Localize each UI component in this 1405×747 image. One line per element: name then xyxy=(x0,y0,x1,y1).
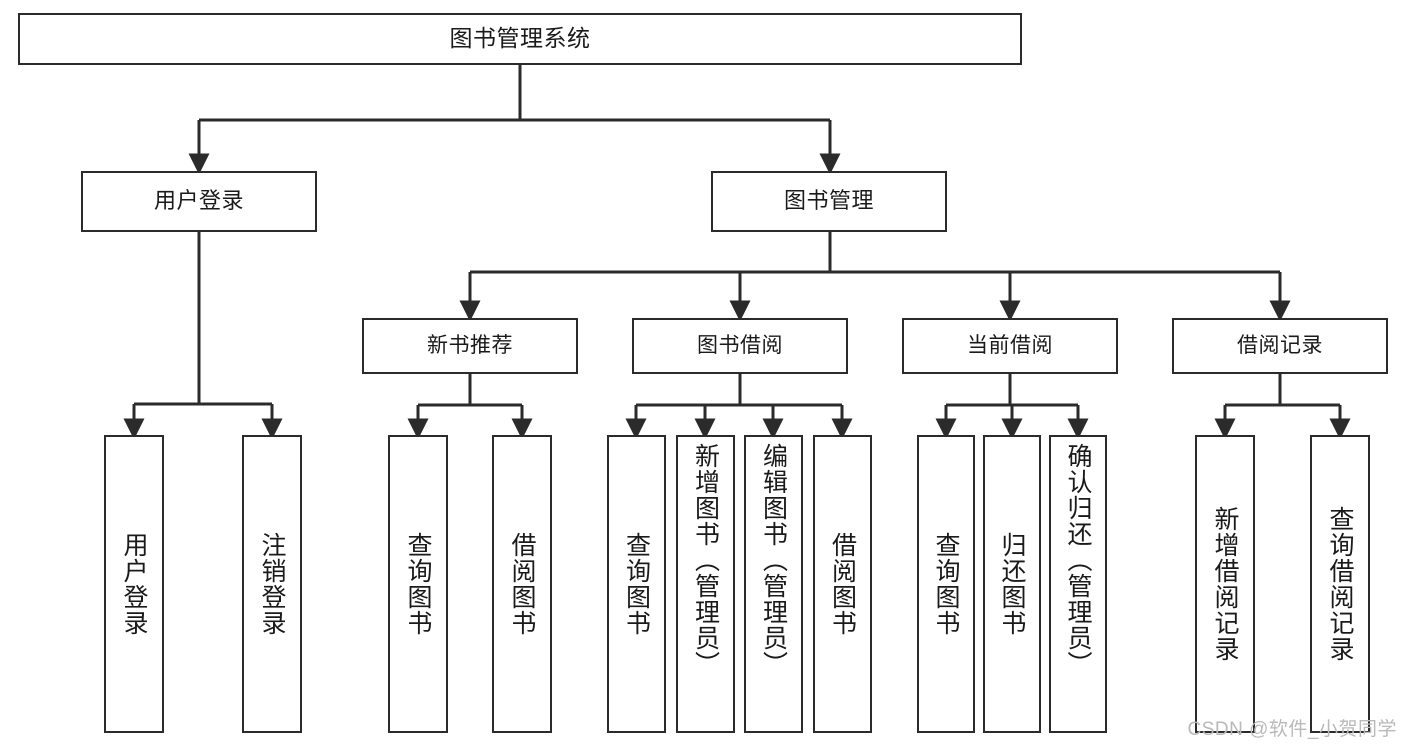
node-book-borrow[interactable]: 图书借阅 xyxy=(632,318,848,374)
node-book-management[interactable]: 图书管理 xyxy=(711,171,947,232)
leaf-inner: 查询图书 xyxy=(390,437,446,731)
node-leaf-user-login-label: 用户登录 xyxy=(120,532,148,636)
node-leaf-return-book[interactable]: 归还图书 xyxy=(983,435,1041,733)
node-root-label: 图书管理系统 xyxy=(449,25,591,52)
node-leaf-return-book-label: 归还图书 xyxy=(998,532,1026,636)
node-leaf-borrow-book-label: 借阅图书 xyxy=(828,532,857,636)
leaf-inner: 确认归还（管理员） xyxy=(1051,437,1105,737)
node-leaf-logout-label: 注销登录 xyxy=(258,532,286,636)
leaf-inner: 查询图书 xyxy=(919,437,973,731)
node-leaf-add-book-admin-label: 新增图书（管理员） xyxy=(691,443,720,677)
node-leaf-add-borrow-record-label: 新增借阅记录 xyxy=(1211,506,1239,662)
node-root-book-management-system[interactable]: 图书管理系统 xyxy=(18,13,1022,65)
node-leaf-logout[interactable]: 注销登录 xyxy=(242,435,302,733)
leaf-inner: 归还图书 xyxy=(985,437,1039,731)
node-leaf-query-book-recommend[interactable]: 查询图书 xyxy=(388,435,448,733)
node-leaf-borrow-book-recommend-label: 借阅图书 xyxy=(508,532,536,636)
node-new-book-recommend[interactable]: 新书推荐 xyxy=(362,318,578,374)
node-leaf-add-borrow-record[interactable]: 新增借阅记录 xyxy=(1195,435,1255,733)
node-leaf-confirm-return-admin[interactable]: 确认归还（管理员） xyxy=(1049,435,1107,733)
node-current-borrow-label: 当前借阅 xyxy=(967,334,1053,358)
leaf-inner: 注销登录 xyxy=(244,437,300,731)
leaf-inner: 查询图书 xyxy=(609,437,664,731)
node-leaf-query-book-borrow[interactable]: 查询图书 xyxy=(607,435,666,733)
node-leaf-query-book-borrow-label: 查询图书 xyxy=(622,532,651,636)
leaf-inner: 用户登录 xyxy=(106,437,162,731)
node-book-management-label: 图书管理 xyxy=(783,188,874,214)
node-leaf-borrow-book[interactable]: 借阅图书 xyxy=(813,435,872,733)
leaf-inner: 新增图书（管理员） xyxy=(678,437,733,737)
node-user-login[interactable]: 用户登录 xyxy=(81,171,317,232)
node-leaf-query-borrow-record[interactable]: 查询借阅记录 xyxy=(1310,435,1370,733)
node-leaf-edit-book-admin[interactable]: 编辑图书（管理员） xyxy=(744,435,803,733)
node-leaf-query-book-current[interactable]: 查询图书 xyxy=(917,435,975,733)
node-borrow-record[interactable]: 借阅记录 xyxy=(1172,318,1388,374)
node-user-login-label: 用户登录 xyxy=(153,188,244,214)
leaf-inner: 借阅图书 xyxy=(494,437,550,731)
node-book-borrow-label: 图书借阅 xyxy=(697,334,783,358)
node-borrow-record-label: 借阅记录 xyxy=(1237,334,1323,358)
node-new-book-recommend-label: 新书推荐 xyxy=(427,334,513,358)
node-leaf-edit-book-admin-label: 编辑图书（管理员） xyxy=(759,443,788,677)
node-leaf-query-borrow-record-label: 查询借阅记录 xyxy=(1326,506,1354,662)
leaf-inner: 编辑图书（管理员） xyxy=(746,437,801,737)
node-leaf-add-book-admin[interactable]: 新增图书（管理员） xyxy=(676,435,735,733)
leaf-inner: 借阅图书 xyxy=(815,437,870,731)
leaf-inner: 查询借阅记录 xyxy=(1312,437,1368,731)
node-leaf-query-book-current-label: 查询图书 xyxy=(932,532,960,636)
node-leaf-user-login[interactable]: 用户登录 xyxy=(104,435,164,733)
node-leaf-borrow-book-recommend[interactable]: 借阅图书 xyxy=(492,435,552,733)
node-current-borrow[interactable]: 当前借阅 xyxy=(902,318,1118,374)
leaf-inner: 新增借阅记录 xyxy=(1197,437,1253,731)
node-leaf-query-book-recommend-label: 查询图书 xyxy=(404,532,432,636)
node-leaf-confirm-return-admin-label: 确认归还（管理员） xyxy=(1064,443,1092,677)
